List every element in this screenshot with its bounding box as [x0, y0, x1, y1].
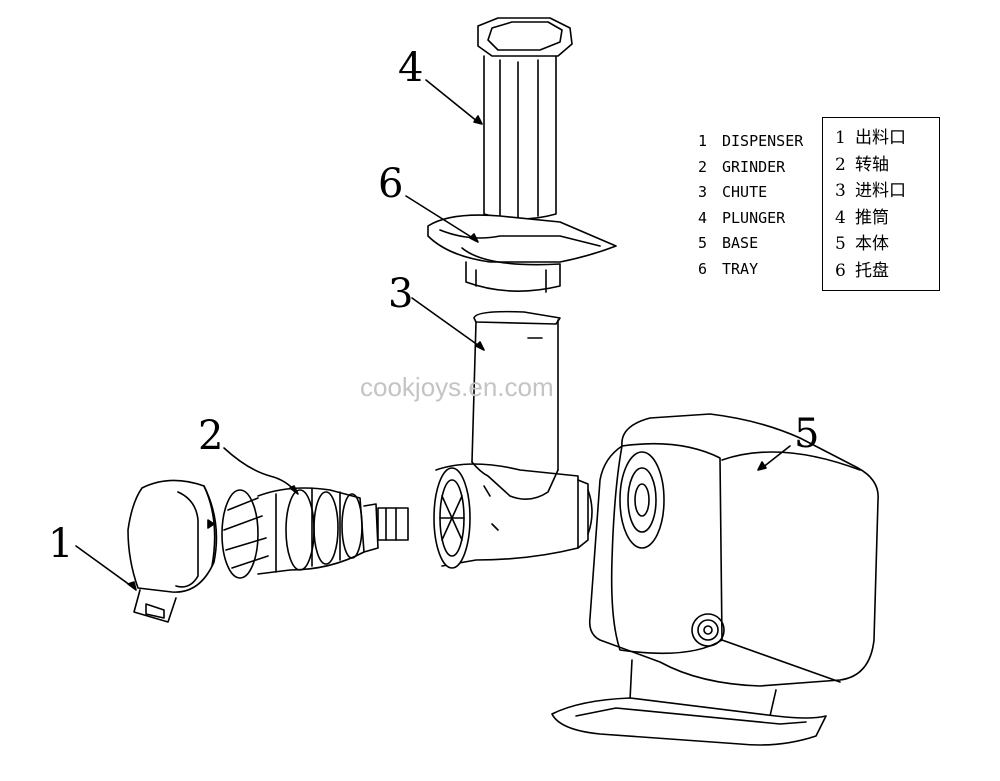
watermark-text: cookjoys.en.com [360, 372, 554, 402]
callout-1: 1 [48, 521, 74, 567]
callout-4: 4 [398, 45, 424, 91]
callout-6: 6 [378, 161, 404, 207]
callout-5: 5 [794, 411, 820, 457]
base-part [551, 413, 879, 746]
chute-part [433, 310, 593, 569]
callout-3: 3 [388, 271, 414, 317]
plunger-part [477, 17, 573, 220]
leader-lines [75, 79, 791, 591]
tray-part [427, 214, 617, 293]
callout-2: 2 [198, 413, 224, 459]
dispenser-part [127, 479, 218, 623]
grinder-part [221, 487, 409, 579]
